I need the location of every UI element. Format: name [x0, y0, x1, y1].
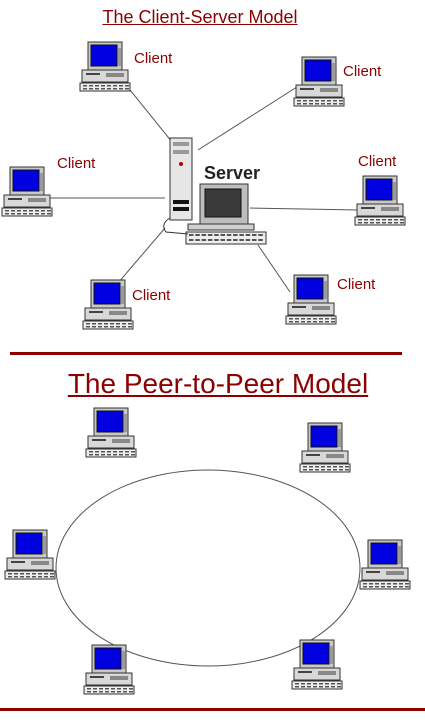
client-server-title: The Client-Server Model — [102, 7, 298, 27]
client-computer-2 — [293, 56, 345, 107]
peer-ring — [55, 469, 361, 667]
peer-computer-6 — [291, 639, 343, 690]
client-label-3: Client — [57, 155, 96, 172]
bottom-divider — [0, 708, 425, 711]
peer-computer-3 — [4, 529, 56, 580]
peer-computer-5 — [83, 644, 135, 695]
peer-computer-1 — [85, 407, 137, 458]
network-link — [197, 84, 301, 151]
client-label-5: Client — [132, 287, 171, 304]
client-label-6: Client — [337, 276, 376, 293]
peer-computer-2 — [299, 422, 351, 473]
network-link — [257, 244, 291, 293]
client-computer-5 — [82, 279, 134, 330]
client-computer-3 — [1, 166, 53, 217]
network-link — [249, 207, 359, 211]
client-label-2: Client — [343, 63, 382, 80]
server-label: Server — [204, 163, 261, 183]
section-divider — [10, 352, 402, 355]
peer-computer-4 — [359, 539, 411, 590]
client-label-1: Client — [134, 50, 173, 67]
client-computer-1 — [79, 41, 131, 92]
peer-to-peer-title: The Peer-to-Peer Model — [67, 368, 369, 399]
server-icon — [163, 137, 267, 245]
client-computer-4 — [354, 175, 406, 226]
client-label-4: Client — [358, 153, 397, 170]
client-computer-6 — [285, 274, 337, 325]
